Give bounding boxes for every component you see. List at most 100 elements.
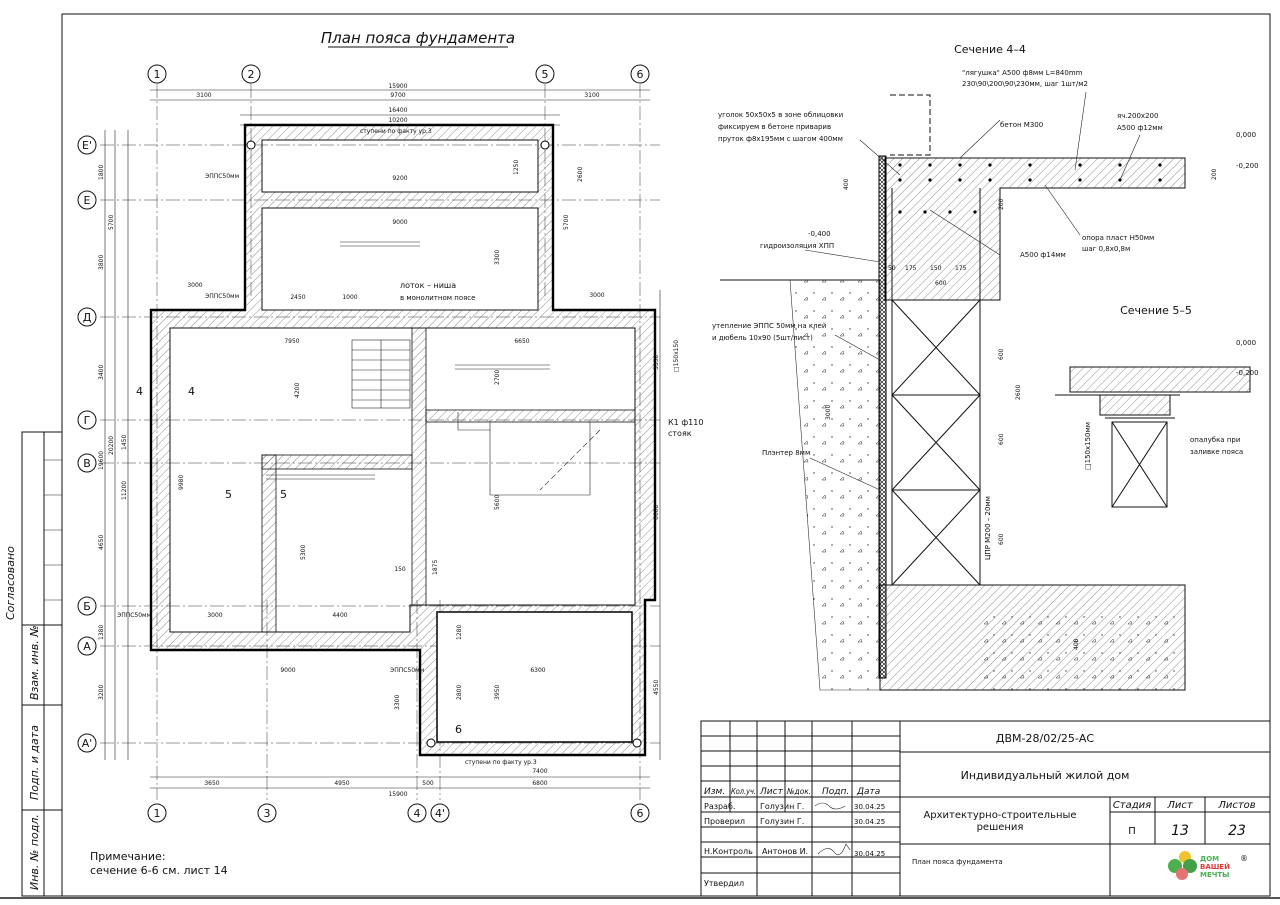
stamp-sign-date: Подп. и дата — [28, 725, 41, 800]
dim-text: 2600 — [577, 167, 584, 182]
signature — [817, 843, 851, 855]
signer-role: Проверил — [704, 817, 745, 826]
title-block: Изм. Кол.уч. Лист №док. Подп. Дата Разра… — [700, 720, 1271, 897]
stamp-replace: Взам. инв. № — [28, 625, 41, 700]
section-mark-5: 5 — [280, 488, 287, 501]
svg-text:Е': Е' — [82, 139, 92, 152]
dim-text: 4950 — [334, 780, 349, 787]
sheets-value: 23 — [1228, 823, 1246, 839]
sheet-name: План пояса фундамента — [912, 858, 1003, 866]
svg-text:5: 5 — [542, 68, 549, 81]
svg-text:ДОМ: ДОМ — [1200, 855, 1219, 863]
dim-text: 15900 — [388, 791, 407, 798]
stage-value: П — [1128, 826, 1136, 837]
document-code: ДВМ-28/02/25-АС — [996, 732, 1094, 745]
dim-text: 5700 — [108, 215, 115, 230]
svg-text:4: 4 — [414, 807, 421, 820]
dim-text: 9000 — [392, 219, 407, 226]
dim-text: 1800 — [98, 165, 105, 180]
project-name: Индивидуальный жилой дом — [961, 769, 1130, 782]
dim-text: 600 — [935, 280, 947, 287]
section-5-5: Сечение 5–5 0,000 -0,200 опалубка при за… — [1055, 304, 1259, 508]
sheet-label: Лист — [1166, 800, 1194, 811]
dim-text: 6650 — [514, 338, 529, 345]
svg-text:Г: Г — [84, 414, 91, 427]
section-4-4-title: Сечение 4–4 — [954, 43, 1026, 56]
screed-note: ЦПР М200 – 20мм — [984, 496, 992, 560]
dim-text: 19600 — [98, 451, 105, 470]
sign-date: 30.04.25 — [854, 850, 885, 858]
svg-text:®: ® — [1240, 854, 1248, 863]
concrete-note: бетон М300 — [1000, 121, 1043, 129]
dim-text: 4650 — [98, 535, 105, 550]
dim-text: 2600 — [1015, 385, 1022, 400]
dim-text: 15900 — [388, 83, 407, 90]
section-5-5-title: Сечение 5–5 — [1120, 304, 1192, 317]
foundation-plan: План пояса фундамента 15900 3100 9700 31… — [77, 29, 703, 823]
dim-text: 200 — [1211, 168, 1218, 180]
level-mark: 0,000 — [1236, 339, 1256, 347]
dim-text: 5600 — [494, 495, 501, 510]
section-name: Архитектурно-строительные — [923, 810, 1076, 821]
dim-text: 9980 — [178, 475, 185, 490]
dim-text: 3000 — [207, 612, 222, 619]
dim-text: 6300 — [530, 667, 545, 674]
left-stamp: Согласовано Взам. инв. № Подп. и дата Ин… — [4, 431, 63, 897]
dim-text: 5700 — [563, 215, 570, 230]
level-mark: 0,000 — [1236, 131, 1256, 139]
section-name-2: решения — [977, 822, 1024, 833]
hole-note: □150х150мм — [1084, 422, 1092, 470]
dim-text: 1250 — [513, 160, 520, 175]
dim-text: 1380 — [98, 625, 105, 640]
signer-role: Утвердил — [704, 879, 744, 888]
col-header: Изм. — [704, 787, 725, 797]
col-header: Дата — [856, 787, 880, 797]
dim-text: 175 — [905, 265, 917, 272]
dim-text: 6800 — [532, 780, 547, 787]
svg-text:Б: Б — [83, 600, 91, 613]
col-header: Кол.уч. — [731, 787, 756, 796]
tray-label: лоток – ниша — [400, 281, 456, 290]
dim-text: 11200 — [121, 481, 128, 500]
insulation-label: ЭППС50мм — [390, 667, 424, 674]
dim-text: 1450 — [121, 435, 128, 450]
dim-text: 9700 — [390, 92, 405, 99]
axis-marker: 4' — [430, 803, 450, 823]
dim-text: 3800 — [98, 255, 105, 270]
dim-text: 175 — [955, 265, 967, 272]
dim-text: 4400 — [332, 612, 347, 619]
dim-text: 600 — [998, 433, 1005, 445]
axis-marker: 1 — [147, 64, 167, 84]
stamp-agreed: Согласовано — [4, 546, 17, 620]
insulation-label: ЭППС50мм — [117, 612, 151, 619]
dim-text: 3000 — [589, 292, 604, 299]
formwork-note: заливке пояса — [1190, 448, 1243, 456]
sign-date: 30.04.25 — [854, 803, 885, 811]
sign-date: 30.04.25 — [854, 818, 885, 826]
dim-text: 3650 — [204, 780, 219, 787]
axis-marker: А' — [77, 733, 97, 753]
riser-label: стояк — [668, 429, 692, 438]
axis-marker: 6 — [630, 64, 650, 84]
svg-text:Д: Д — [83, 311, 92, 324]
waterproofing-note: гидроизоляция ХПП — [760, 242, 834, 250]
svg-text:6: 6 — [637, 807, 644, 820]
steps-label: ступени по факту ур.3 — [465, 759, 537, 766]
svg-text:А': А' — [82, 737, 93, 750]
membrane-note: Плэнтер 8мм — [762, 449, 810, 457]
dim-text: 1280 — [456, 625, 463, 640]
stair — [351, 339, 411, 409]
svg-text:ВАШЕЙ: ВАШЕЙ — [1200, 862, 1230, 871]
sheet-value: 13 — [1171, 823, 1189, 839]
dim-text: 150 — [930, 265, 942, 272]
dim-text: 3350 — [653, 355, 660, 370]
section-mark-4: 4 — [188, 385, 195, 398]
svg-text:В: В — [83, 457, 91, 470]
dim-text: 3000 — [825, 405, 832, 420]
axis-marker: 2 — [241, 64, 261, 84]
axis-marker: 5 — [535, 64, 555, 84]
svg-text:3: 3 — [264, 807, 271, 820]
dim-text: 7400 — [532, 768, 547, 775]
section-4-4: Сечение 4–4 "лягушка" А500 ф8мм L=840mm … — [712, 43, 1259, 691]
rebar-note: "лягушка" А500 ф8мм L=840mm — [962, 69, 1083, 77]
